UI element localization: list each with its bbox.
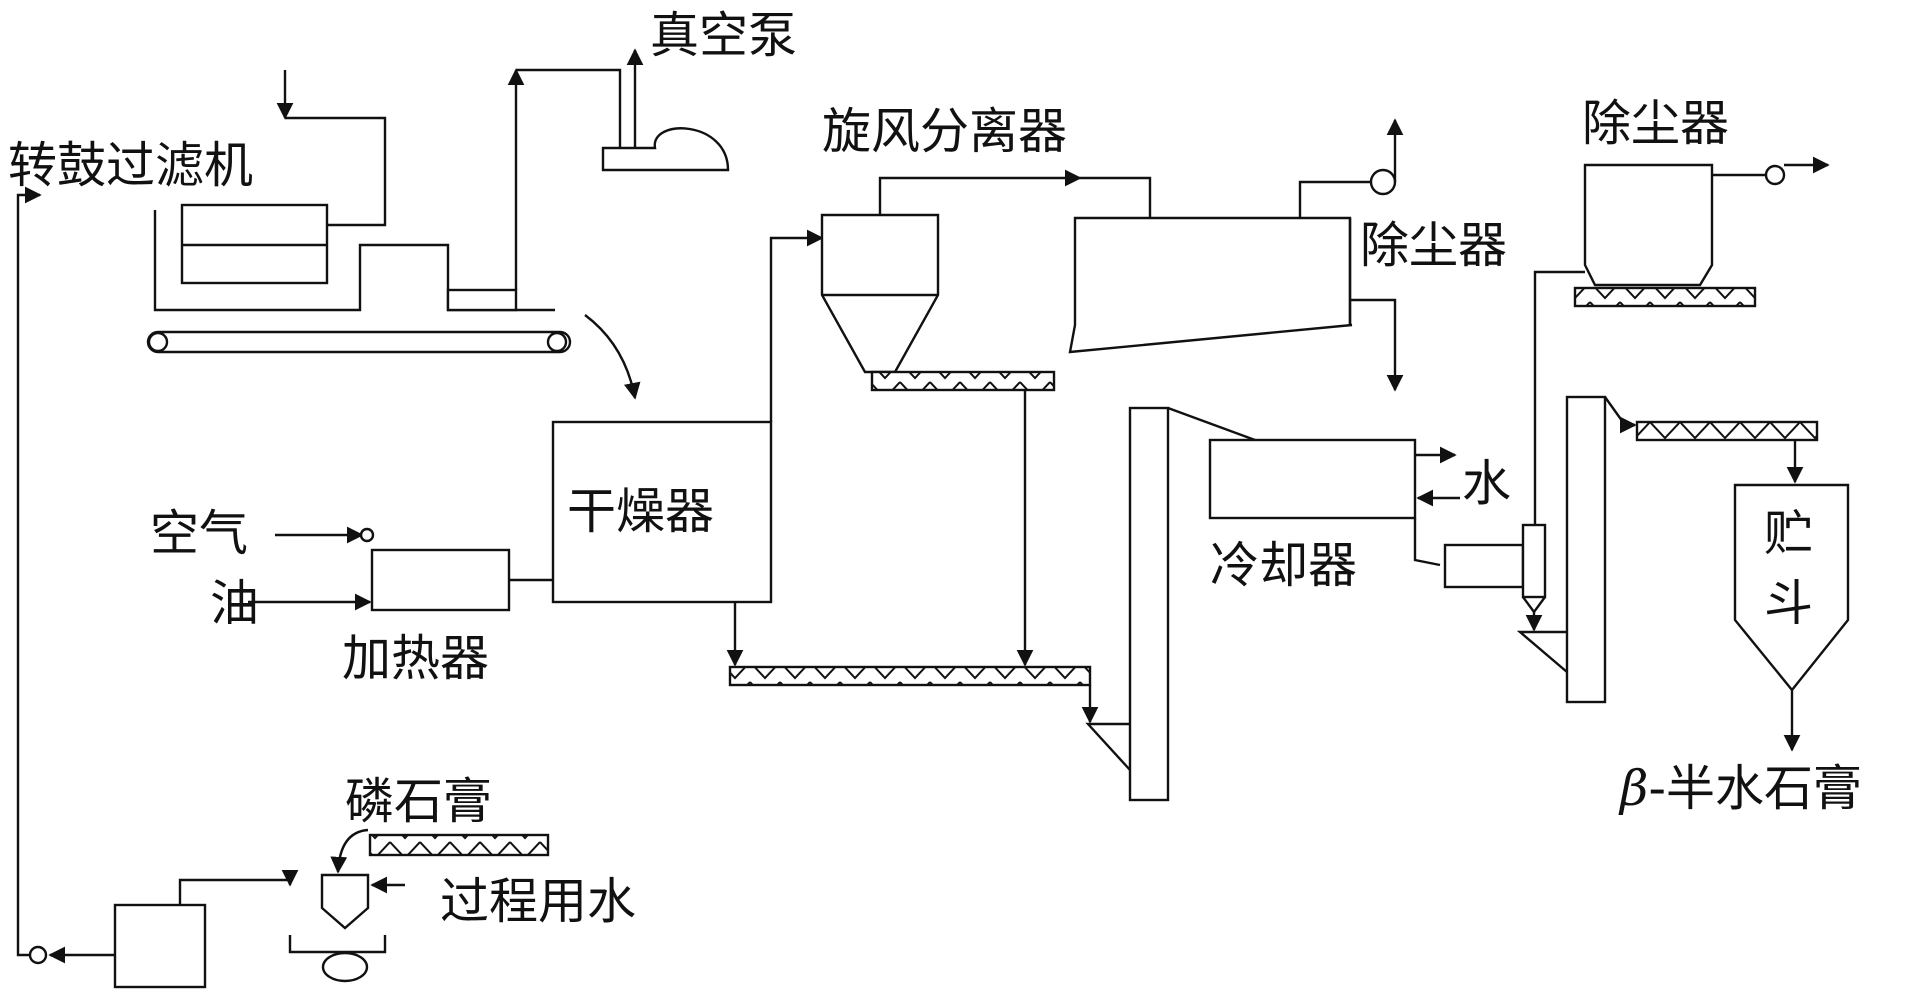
dust-collector-1 (1068, 118, 1404, 392)
exhaust-fan-1 (1369, 168, 1397, 196)
dust-collector-2 (1533, 156, 1830, 532)
bucket-elevator-1 (1085, 406, 1256, 802)
rotary-drum-filter (146, 70, 572, 354)
feed-preparation (16, 186, 550, 989)
cyclone-separator (820, 213, 1056, 667)
dust-collector-2-label: 除尘器 (1582, 95, 1729, 152)
feed-tank (113, 903, 207, 989)
vacuum-pump-body (601, 127, 730, 172)
product-label: β-半水石膏 (1618, 760, 1862, 817)
hopper-label-line2: 斗 (1764, 575, 1813, 632)
phosphogypsum-label: 磷石膏 (345, 773, 492, 830)
oil-label: 油 (210, 575, 259, 632)
slurry-pump (321, 951, 369, 983)
vacuum-pump-label: 真空泵 (650, 7, 797, 64)
bucket-elevator-2 (1516, 395, 1637, 704)
cooler-discharge (1443, 543, 1525, 589)
vacuum-pump (507, 48, 730, 290)
dust-collector-1-label: 除尘器 (1360, 217, 1507, 274)
cooler (1208, 438, 1417, 520)
belt-conveyor (146, 330, 572, 354)
air-label: 空气 (150, 505, 248, 562)
filter-trough (446, 288, 518, 312)
dryer (551, 420, 773, 604)
rotary-drum-filter-label: 转鼓过滤机 (8, 137, 253, 194)
air-valve (359, 527, 375, 543)
heater (370, 548, 511, 612)
water-label: 水 (1462, 455, 1511, 512)
rotary-valve (1521, 523, 1547, 599)
slurry-tank (320, 873, 370, 930)
dryer-to-cyclone-line (769, 229, 824, 422)
cyclone-separator-label: 旋风分离器 (822, 103, 1067, 160)
exhaust-fan-2 (1764, 164, 1786, 186)
heater-label: 加热器 (342, 630, 489, 687)
process-water-label: 过程用水 (440, 873, 636, 930)
transfer-arrow (584, 314, 641, 400)
return-to-filter-line (16, 186, 42, 957)
storage-hopper (1733, 483, 1850, 692)
feed-line (285, 116, 387, 227)
dryer-label: 干燥器 (567, 483, 714, 540)
cooler-label: 冷却器 (1210, 537, 1357, 594)
hopper-label-line1: 贮 (1764, 505, 1813, 562)
